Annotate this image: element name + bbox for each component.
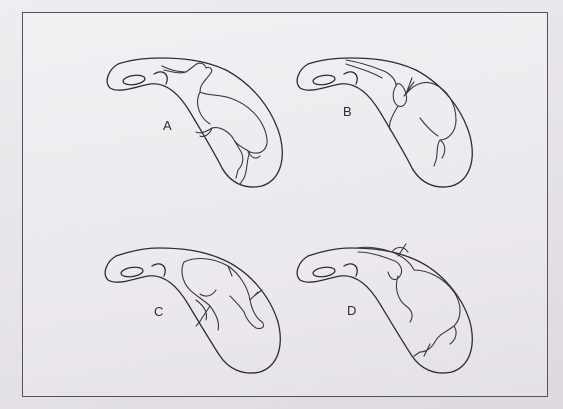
cervix-ring-d: [312, 266, 335, 278]
fetus-c: [182, 259, 264, 330]
fetus-b: [346, 60, 456, 166]
uterus-outline-b: [297, 58, 472, 187]
vulva-fold-a: [154, 72, 167, 84]
vulva-fold-b: [344, 72, 357, 84]
panel-label-d: D: [347, 303, 356, 318]
vulva-fold-d: [344, 264, 357, 276]
panel-d: [297, 244, 472, 373]
cervix-ring-b: [312, 74, 335, 86]
panel-c: [105, 248, 280, 373]
fetus-d: [356, 247, 460, 356]
cervix-ring-c: [120, 266, 143, 278]
uterus-outline-a: [107, 58, 282, 187]
panel-label-c: C: [154, 304, 163, 319]
fetus-a: [162, 63, 267, 184]
fetus-c-hindlegs: [196, 290, 216, 320]
vulva-fold-c: [152, 264, 165, 276]
uterus-outline-d: [297, 248, 472, 373]
panel-label-a: A: [163, 118, 172, 133]
uterus-outline-c: [105, 248, 280, 373]
panel-label-b: B: [343, 104, 352, 119]
cervix-ring-a: [122, 74, 145, 86]
panel-a: [107, 58, 282, 187]
panel-b: [297, 58, 472, 187]
